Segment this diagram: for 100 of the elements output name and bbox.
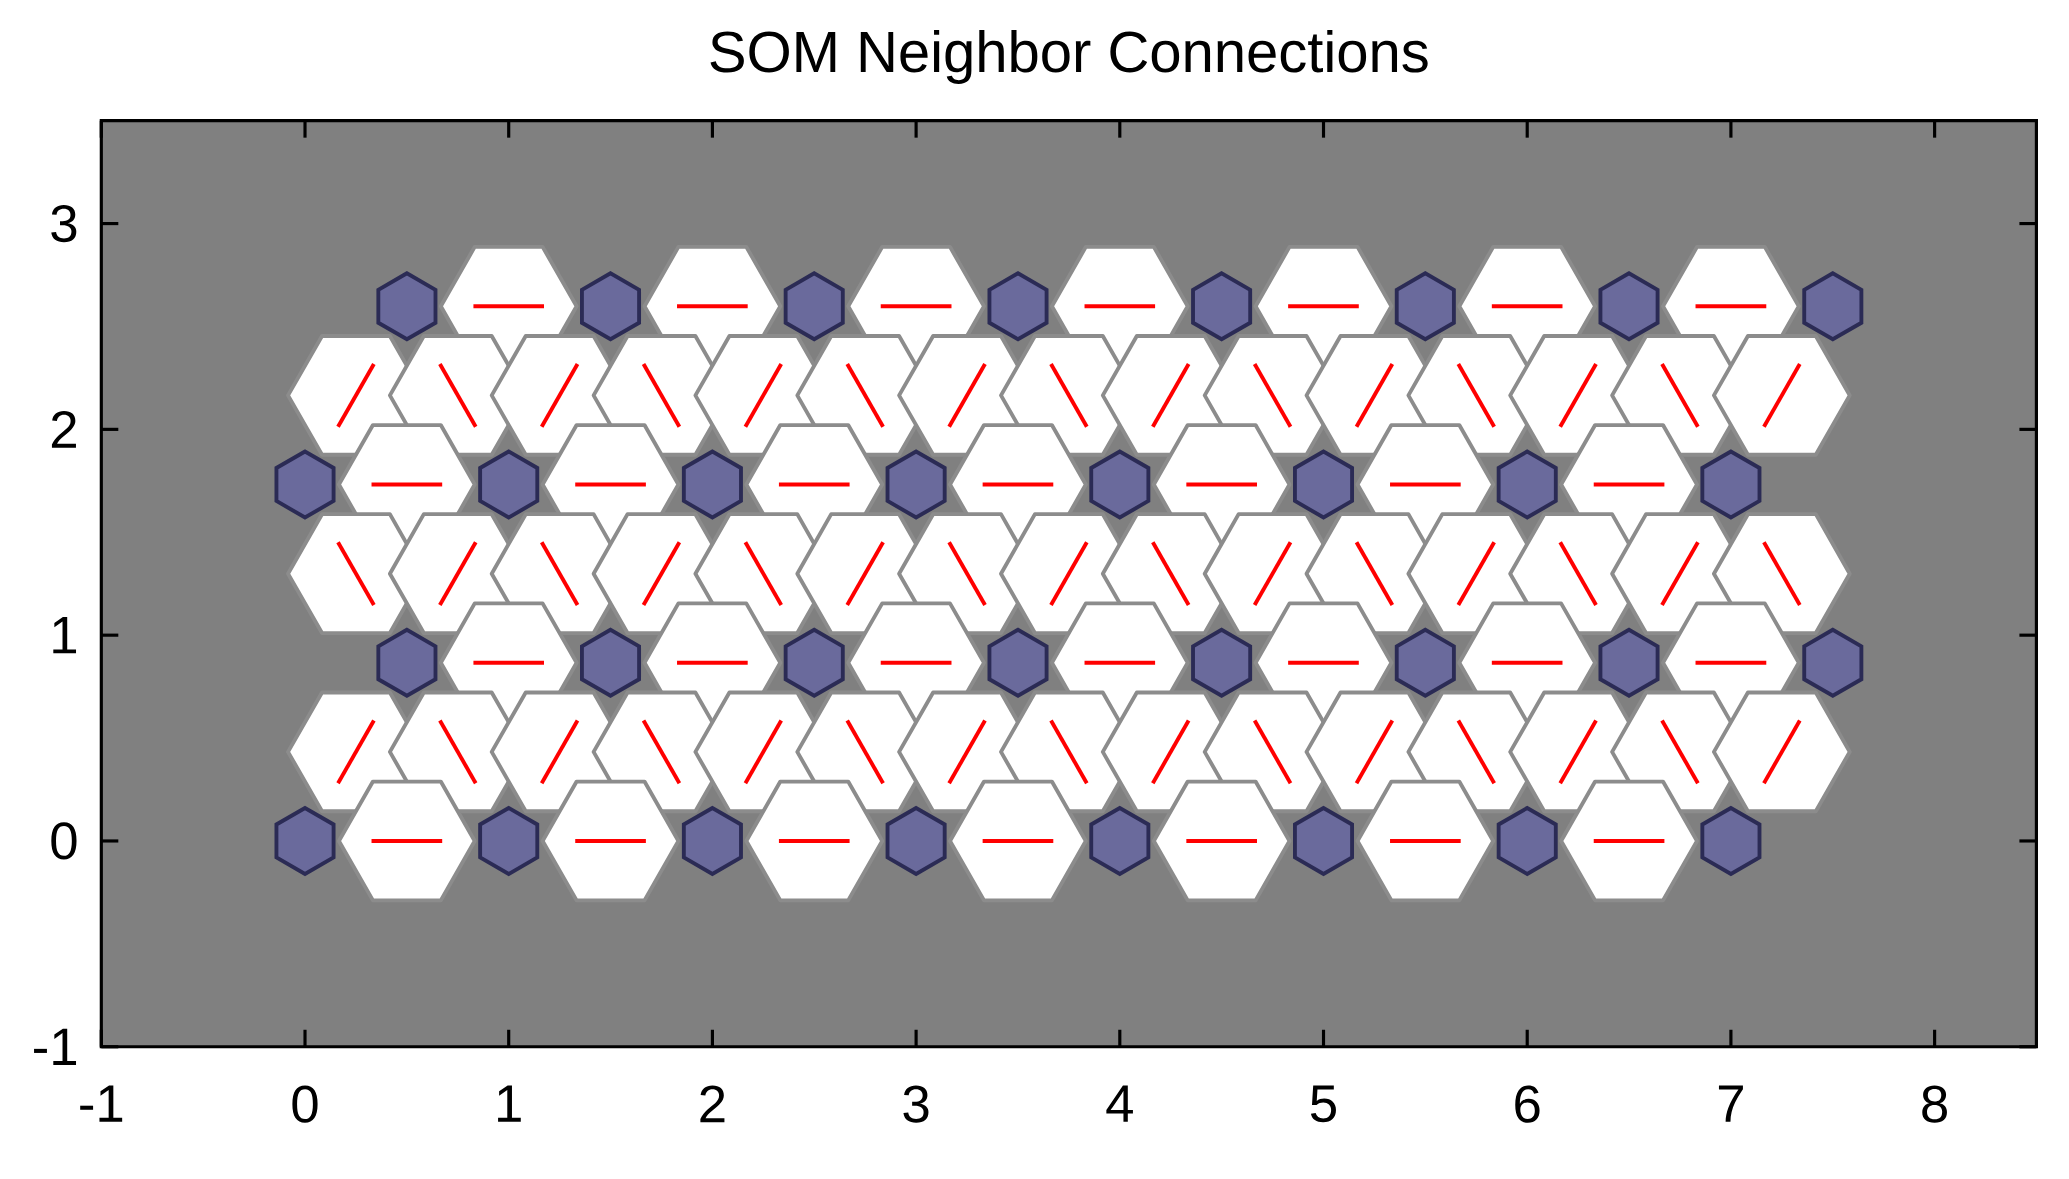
connection-line: [1288, 304, 1359, 309]
connection-line: [1354, 719, 1394, 785]
connection-line: [982, 839, 1054, 843]
connection-line: [371, 482, 443, 487]
connection-line: [845, 719, 885, 785]
connection-line: [336, 719, 376, 785]
connection-line: [778, 482, 850, 487]
tick-label: 2: [700, 1085, 725, 1123]
neuron-hexagon: [1802, 271, 1864, 342]
connection-line: [1593, 839, 1665, 843]
connection-line: [1660, 719, 1700, 785]
connection-line: [641, 363, 682, 428]
connection-line: [1558, 363, 1598, 428]
connection-line: [1084, 304, 1156, 309]
connection-line: [1390, 482, 1461, 487]
neuron-hexagon: [1496, 449, 1558, 520]
connection-line: [1049, 363, 1089, 428]
tick-label: 1: [498, 1085, 521, 1122]
neuron-hexagon: [1598, 627, 1660, 698]
neuron-hexagon: [376, 627, 438, 698]
neuron-hexagon: [1191, 627, 1253, 698]
neuron-hexagon: [274, 449, 336, 520]
neuron-hexagon: [1089, 449, 1151, 520]
tick-label: 0: [292, 1085, 318, 1123]
neuron-hexagon: [681, 449, 743, 520]
connection-line: [371, 839, 443, 843]
tick-label: 7: [1718, 1085, 1743, 1122]
connection-line: [947, 363, 987, 428]
tick-label: 1: [53, 617, 76, 654]
chart-title: SOM Neighbor Connections: [710, 30, 1428, 84]
connection-line: [1660, 363, 1700, 428]
connection-line: [743, 719, 783, 785]
neuron-hexagon: [580, 271, 642, 342]
connection-line: [1660, 541, 1700, 606]
connection-line: [1186, 839, 1257, 843]
connection-line: [947, 541, 987, 606]
connection-line: [677, 660, 748, 665]
connection-line: [1390, 839, 1461, 843]
connection-line: [336, 363, 376, 428]
connection-line: [1762, 363, 1802, 428]
connection-line: [845, 363, 885, 428]
connection-line: [438, 541, 478, 606]
connection-line: [1151, 363, 1191, 428]
connection-line: [1456, 363, 1496, 428]
neuron-hexagon: [1394, 627, 1456, 698]
connection-line: [575, 482, 646, 487]
connection-line: [438, 719, 478, 785]
tick-label: 5: [1310, 1085, 1336, 1123]
connection-line: [1252, 541, 1293, 606]
connection-line: [438, 363, 478, 428]
neuron-hexagon: [783, 271, 845, 342]
connection-line: [1151, 719, 1191, 785]
connection-line: [1354, 363, 1394, 428]
connection-line: [540, 541, 580, 606]
connection-line: [1252, 719, 1293, 785]
tick-label: 0: [51, 822, 77, 860]
connection-line: [1084, 660, 1156, 665]
connection-line: [743, 363, 783, 428]
neuron-hexagon: [1293, 449, 1354, 520]
connection-line: [1762, 719, 1802, 785]
connection-line: [575, 839, 646, 843]
connection-line: [1252, 363, 1293, 428]
tick-label: 4: [1106, 1085, 1133, 1122]
neuron-hexagon: [987, 271, 1049, 342]
neuron-hexagon: [1598, 271, 1660, 342]
neuron-hexagon: [1191, 271, 1253, 342]
connection-line: [473, 660, 544, 665]
connection-line: [982, 482, 1054, 487]
connection-line: [845, 541, 885, 606]
connection-line: [1491, 304, 1563, 309]
connection-line: [1151, 541, 1191, 606]
neuron-hexagon: [1394, 271, 1456, 342]
tick-label: -1: [80, 1085, 123, 1122]
connection-line: [641, 719, 682, 785]
connection-line: [1186, 482, 1257, 487]
connection-line: [540, 363, 580, 428]
neuron-hexagon: [783, 627, 845, 698]
connection-line: [1049, 719, 1089, 785]
neuron-hexagon: [1700, 449, 1762, 520]
tick-label: 3: [51, 204, 77, 243]
tick-label: 3: [903, 1085, 929, 1123]
connection-line: [1558, 541, 1598, 606]
connection-line: [778, 839, 850, 843]
neuron-hexagon: [376, 271, 438, 342]
connection-line: [336, 541, 376, 606]
connection-line: [1558, 719, 1598, 785]
neuron-hexagon: [885, 449, 947, 520]
neuron-hexagon: [478, 449, 540, 520]
connection-line: [743, 541, 783, 606]
connection-line: [1695, 304, 1767, 309]
connection-line: [880, 660, 952, 665]
connection-line: [1354, 541, 1394, 606]
connection-line: [1695, 660, 1767, 665]
tick-label: 2: [51, 410, 76, 448]
connection-line: [1288, 660, 1359, 665]
neuron-hexagon: [1802, 627, 1864, 698]
connection-line: [1491, 660, 1563, 665]
connection-line: [880, 304, 952, 309]
connection-line: [1593, 482, 1665, 487]
connection-line: [1456, 719, 1496, 785]
